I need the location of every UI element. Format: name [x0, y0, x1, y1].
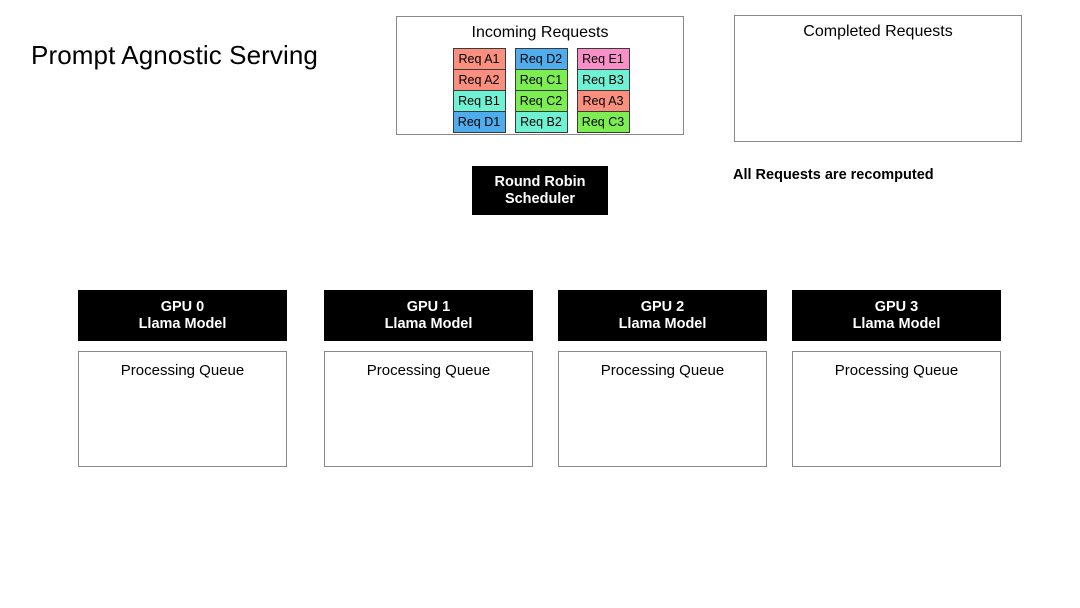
- gpu-name-1: GPU 1: [406, 298, 451, 315]
- request-tile[interactable]: Req A1: [452, 48, 506, 70]
- request-column: Req A1 Req A2 Req B1 Req D1: [452, 48, 506, 133]
- request-tile[interactable]: Req A3: [576, 90, 630, 112]
- gpu-processing-queue-2: Processing Queue: [558, 351, 767, 467]
- request-tile[interactable]: Req B3: [576, 69, 630, 91]
- scheduler-line-1: Round Robin: [494, 173, 586, 190]
- request-tile[interactable]: Req C1: [514, 69, 568, 91]
- gpu-model-2: Llama Model: [618, 315, 707, 332]
- request-tile[interactable]: Req C2: [514, 90, 568, 112]
- request-tile[interactable]: Req D1: [452, 111, 506, 133]
- completed-requests-panel: Completed Requests: [734, 15, 1022, 142]
- gpu-unit-2: GPU 2 Llama Model Processing Queue: [558, 290, 767, 467]
- gpu-queue-label-3: Processing Queue: [834, 362, 959, 379]
- scheduler-line-2: Scheduler: [504, 190, 576, 207]
- gpu-model-1: Llama Model: [384, 315, 473, 332]
- gpu-model-0: Llama Model: [138, 315, 227, 332]
- recomputed-note: All Requests are recomputed: [733, 167, 934, 183]
- gpu-header-3[interactable]: GPU 3 Llama Model: [792, 290, 1001, 341]
- request-tile[interactable]: Req E1: [576, 48, 630, 70]
- request-column: Req D2 Req C1 Req C2 Req B2: [514, 48, 568, 133]
- request-tile[interactable]: Req D2: [514, 48, 568, 70]
- gpu-processing-queue-3: Processing Queue: [792, 351, 1001, 467]
- incoming-requests-panel: Incoming Requests Req A1 Req A2 Req B1 R…: [396, 16, 684, 135]
- gpu-unit-0: GPU 0 Llama Model Processing Queue: [78, 290, 287, 467]
- gpu-model-3: Llama Model: [852, 315, 941, 332]
- request-tile[interactable]: Req B1: [452, 90, 506, 112]
- request-tile[interactable]: Req A2: [452, 69, 506, 91]
- request-tile[interactable]: Req C3: [576, 111, 630, 133]
- request-tile[interactable]: Req B2: [514, 111, 568, 133]
- gpu-queue-label-0: Processing Queue: [120, 362, 245, 379]
- gpu-name-2: GPU 2: [640, 298, 685, 315]
- gpu-header-0[interactable]: GPU 0 Llama Model: [78, 290, 287, 341]
- request-column: Req E1 Req B3 Req A3 Req C3: [576, 48, 630, 133]
- gpu-unit-1: GPU 1 Llama Model Processing Queue: [324, 290, 533, 467]
- gpu-processing-queue-0: Processing Queue: [78, 351, 287, 467]
- gpu-header-1[interactable]: GPU 1 Llama Model: [324, 290, 533, 341]
- incoming-requests-columns: Req A1 Req A2 Req B1 Req D1 Req D2 Req C…: [397, 48, 685, 133]
- page-title: Prompt Agnostic Serving: [31, 40, 318, 70]
- gpu-unit-3: GPU 3 Llama Model Processing Queue: [792, 290, 1001, 467]
- round-robin-scheduler-box[interactable]: Round Robin Scheduler: [472, 166, 608, 215]
- gpu-name-3: GPU 3: [874, 298, 919, 315]
- gpu-header-2[interactable]: GPU 2 Llama Model: [558, 290, 767, 341]
- gpu-queue-label-2: Processing Queue: [600, 362, 725, 379]
- completed-requests-title: Completed Requests: [803, 23, 953, 40]
- gpu-queue-label-1: Processing Queue: [366, 362, 491, 379]
- gpu-processing-queue-1: Processing Queue: [324, 351, 533, 467]
- incoming-requests-title: Incoming Requests: [471, 24, 609, 41]
- gpu-name-0: GPU 0: [160, 298, 205, 315]
